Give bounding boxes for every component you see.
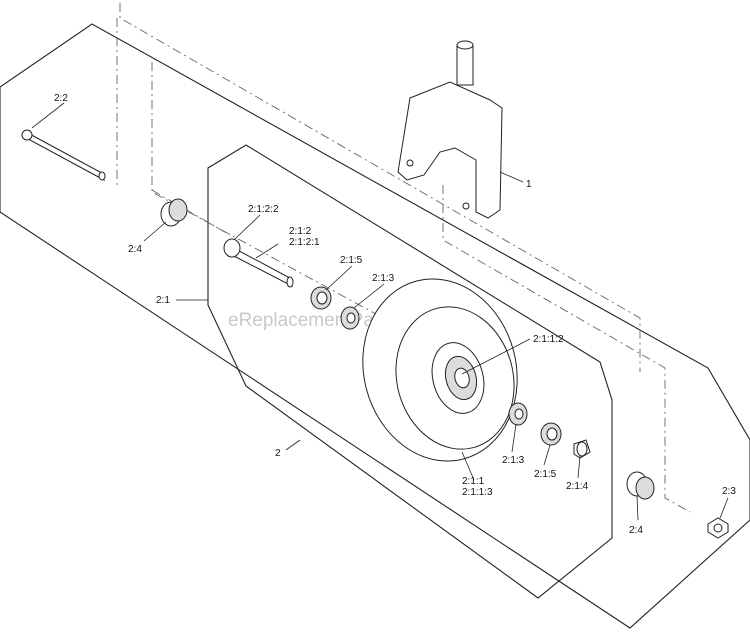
- callout-2-4-right: 2:4: [629, 525, 643, 536]
- wheel-tire: [362, 278, 518, 462]
- leader-2-1-3-bottom: [511, 423, 517, 453]
- callout-2-1-2: 2:1:2: [289, 226, 312, 237]
- phantom-line-fork: [151, 62, 421, 339]
- callout-2-1-5-top: 2:1:5: [340, 255, 363, 266]
- callout-2-3: 2:3: [722, 486, 736, 497]
- leader-2-2: [31, 102, 65, 129]
- callout-2-1-4: 2:1:4: [566, 481, 589, 492]
- callout-2-1-5-bottom: 2:1:5: [534, 469, 557, 480]
- bushing-top: [310, 286, 332, 310]
- lock-nut: [707, 517, 729, 539]
- phantom-line-axle: [442, 185, 691, 513]
- caster-pin: [21, 129, 106, 182]
- leader-2-1-2: [255, 243, 279, 259]
- leader-2-1-5-bottom: [543, 444, 551, 466]
- callout-2-1-3-top: 2:1:3: [372, 273, 395, 284]
- callout-2-1-2-2: 2:1:2:2: [248, 204, 279, 215]
- leader-2-1-4: [577, 455, 581, 479]
- spacer-right: [626, 471, 655, 500]
- phantom-line-top: [119, 3, 641, 372]
- callout-2-1: 2:1: [156, 295, 170, 306]
- callout-1: 1: [526, 179, 532, 190]
- caster-fork: [397, 40, 503, 219]
- bearing-bottom: [508, 402, 528, 426]
- wheel-assembly-panel-outline: [207, 144, 613, 599]
- callout-2-1-3-bottom: 2:1:3: [502, 455, 525, 466]
- callout-2-1-1-2: 2:1:1:2: [533, 334, 564, 345]
- leader-2-1-3-top: [353, 283, 385, 309]
- callout-2-1-2-1: 2:1:2:1: [289, 237, 320, 248]
- phantom-line-spacer: [151, 189, 231, 236]
- leader-2-4-left: [143, 221, 167, 242]
- axle-nut: [573, 439, 591, 459]
- leader-1: [499, 171, 524, 183]
- callout-2: 2: [275, 448, 281, 459]
- leader-2-1-1: [461, 451, 475, 481]
- callout-2-2: 2:2: [54, 93, 68, 104]
- leader-2-1-2-2: [233, 214, 261, 241]
- leader-2-1-1-2: [461, 338, 531, 375]
- leader-2-1-5-top: [325, 265, 353, 291]
- callout-2-4-left: 2:4: [128, 244, 142, 255]
- leader-2: [285, 439, 301, 451]
- bushing-bottom: [540, 422, 562, 446]
- axle-bolt: [223, 238, 294, 288]
- leader-2-3: [719, 497, 729, 519]
- assembly-panel-outline: [0, 23, 750, 629]
- callout-2-1-1: 2:1:1: [462, 476, 485, 487]
- spacer-left: [160, 198, 188, 227]
- callout-2-1-1-3: 2:1:1:3: [462, 487, 493, 498]
- bearing-top: [340, 306, 360, 330]
- leader-2-4-right: [636, 495, 639, 521]
